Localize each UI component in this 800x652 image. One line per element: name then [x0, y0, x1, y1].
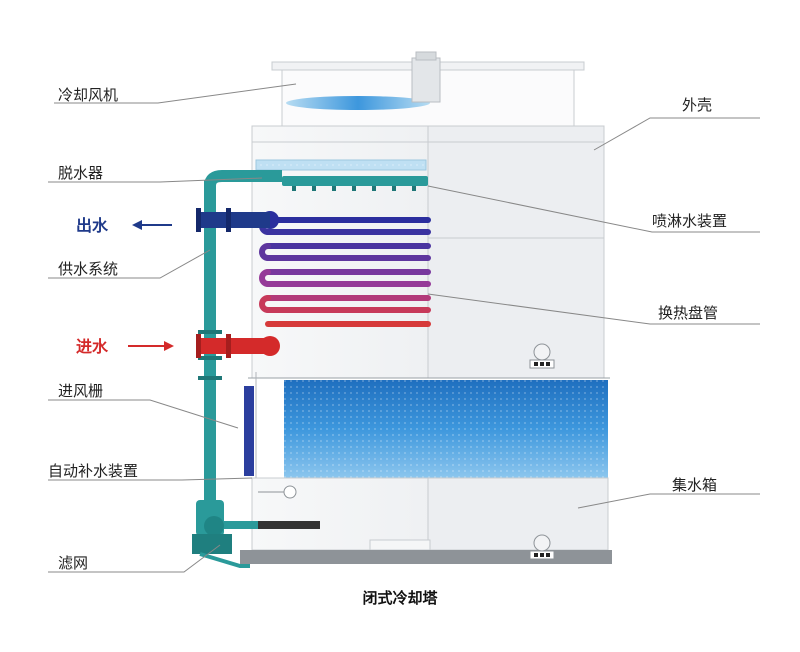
label-water-in: 进水: [76, 337, 109, 356]
label-supply-system: 供水系统: [58, 260, 118, 278]
heat-exchange-coil: [259, 217, 431, 327]
leader-lines: [48, 83, 760, 573]
drain-vent-icon: [529, 534, 555, 560]
label-fan: 冷却风机: [58, 86, 118, 104]
label-heat-exchange-coil: 换热盘管: [658, 304, 718, 322]
label-auto-makeup: 自动补水装置: [48, 462, 138, 480]
label-casing: 外壳: [682, 96, 712, 114]
tower-body: [240, 51, 612, 564]
label-water-out: 出水: [76, 216, 109, 235]
filter-screen: [258, 521, 320, 529]
float-valve-icon: [283, 485, 297, 499]
fan-motor-icon: [411, 57, 441, 103]
fan-blade-icon: [286, 96, 430, 110]
label-air-inlet-louver: 进风栅: [58, 382, 103, 400]
label-water-basin: 集水箱: [672, 476, 717, 494]
labels-left: 冷却风机 脱水器 出水 供水系统 进水 进风栅 自动补水装置 滤网: [48, 86, 138, 572]
water-in-arrow-icon: [128, 341, 174, 351]
label-filter-screen: 滤网: [58, 554, 88, 572]
inlet-pipe: [196, 334, 270, 358]
access-vent-icon: [529, 343, 555, 369]
water-out-arrow-icon: [132, 220, 172, 230]
tower-base: [240, 550, 612, 564]
label-spray-device: 喷淋水装置: [652, 212, 727, 230]
spray-header: [282, 176, 428, 186]
labels-right: 外壳 喷淋水装置 换热盘管 集水箱: [652, 96, 727, 494]
outlet-pipe: [196, 208, 270, 232]
label-drift-eliminator: 脱水器: [58, 164, 103, 182]
air-inlet-louver: [244, 386, 254, 476]
diagram-caption: 闭式冷却塔: [362, 589, 438, 607]
supply-piping: [192, 170, 320, 568]
